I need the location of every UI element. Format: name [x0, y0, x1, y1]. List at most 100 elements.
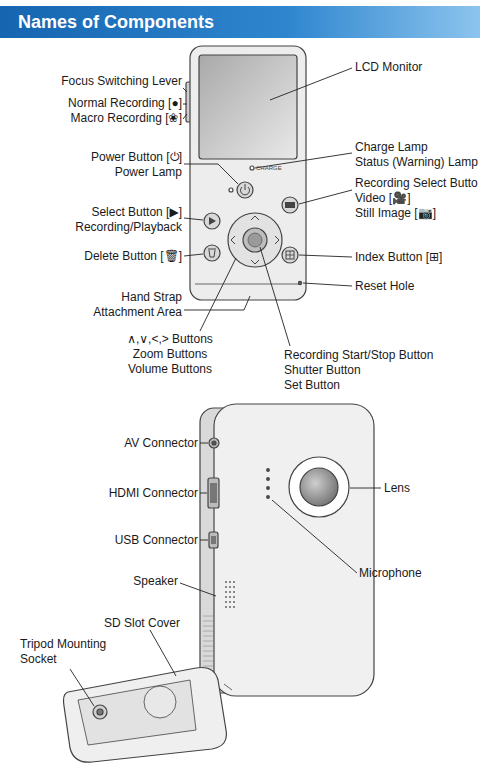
- camera-bottom-view-part: [144, 686, 176, 718]
- camera-bottom-view-part: [64, 668, 227, 763]
- title-band: [0, 6, 480, 38]
- grip-ridge: [203, 621, 213, 622]
- leader-lines-part: [183, 104, 187, 105]
- part-label: Recording Start/Stop Button: [284, 348, 433, 363]
- camera-back-part: [267, 469, 270, 472]
- speaker-hole: [233, 581, 235, 583]
- part-label: ∧,∨,<,> Buttons: [127, 332, 213, 347]
- camera-front-part: [285, 202, 295, 208]
- camera-front-part: [248, 233, 262, 247]
- part-label: Tripod Mounting Socket: [20, 637, 116, 667]
- leader-lines-part: [184, 164, 238, 184]
- camera-back-part: [267, 478, 270, 481]
- grip-ridge: [203, 616, 213, 617]
- speaker-hole: [225, 591, 227, 593]
- leader-lines-part: [303, 283, 352, 286]
- part-label: Video [🎥]: [355, 191, 410, 206]
- part-label: Recording Select Butto: [355, 176, 478, 191]
- leader-lines: [70, 68, 381, 706]
- leader-lines-part: [184, 218, 203, 220]
- speaker-hole: [225, 581, 227, 583]
- leader-lines-part: [70, 669, 94, 706]
- leader-lines-part: [299, 190, 352, 204]
- grip-ridge: [203, 646, 213, 647]
- speaker-hole: [233, 591, 235, 593]
- part-label: Focus Switching Lever: [61, 74, 182, 89]
- camera-front-part: [237, 182, 253, 198]
- grip-ridge: [203, 666, 213, 667]
- speaker-hole: [225, 596, 227, 598]
- speaker-hole: [229, 591, 231, 593]
- part-label: Power Lamp: [115, 165, 182, 180]
- camera-back-part: [209, 438, 219, 448]
- part-label: USB Connector: [115, 533, 198, 548]
- leader-lines-part: [260, 247, 290, 346]
- camera-bottom-view-part: [224, 684, 232, 690]
- grip-ridge: [203, 631, 213, 632]
- leader-lines-part: [183, 88, 187, 92]
- leader-lines-part: [200, 540, 208, 541]
- part-label: HDMI Connector: [109, 486, 198, 501]
- grip-ridge: [203, 626, 213, 627]
- part-label: Index Button [⊞]: [355, 250, 442, 265]
- camera-back-part: [208, 478, 219, 508]
- leader-lines-part: [299, 255, 352, 257]
- part-label: Macro Recording [❀]: [71, 111, 182, 126]
- camera-front-part: [228, 213, 282, 267]
- speaker-hole: [233, 586, 235, 588]
- leader-lines-part: [272, 500, 357, 573]
- camera-front-part: [298, 281, 301, 284]
- speaker-hole: [229, 596, 231, 598]
- speaker-hole: [229, 586, 231, 588]
- part-label: AV Connector: [124, 436, 198, 451]
- speaker-grill: [225, 581, 235, 608]
- speaker-hole: [229, 581, 231, 583]
- camera-front-part: [204, 245, 220, 261]
- part-label: Volume Buttons: [128, 362, 212, 377]
- camera-front-part: [190, 46, 306, 300]
- leader-lines-part: [180, 583, 216, 596]
- part-label: Status (Warning) Lamp: [355, 155, 478, 170]
- camera-front-part: [286, 255, 294, 256]
- part-label: Hand Strap Attachment Area: [86, 290, 182, 320]
- camera-back-part: [214, 404, 374, 696]
- camera-front-part: [240, 184, 249, 195]
- title-band-part: [0, 6, 480, 38]
- camera-back: [200, 404, 374, 696]
- part-label: Set Button: [284, 378, 340, 393]
- leader-lines-part: [183, 114, 187, 119]
- part-label: Lens: [384, 481, 410, 496]
- page-title: Names of Components: [18, 10, 214, 34]
- camera-back-part: [212, 441, 216, 445]
- camera-front-part: [286, 251, 294, 259]
- part-label: SD Slot Cover: [104, 616, 180, 631]
- part-label: Still Image [📷]: [355, 206, 436, 221]
- grip-ridge: [203, 641, 213, 642]
- speaker-hole: [225, 601, 227, 603]
- camera-back-part: [211, 536, 216, 544]
- part-label: Microphone: [359, 566, 422, 581]
- part-label: Reset Hole: [355, 279, 414, 294]
- camera-front-part: [282, 197, 298, 213]
- grip-ridge: [203, 656, 213, 657]
- speaker-hole: [229, 601, 231, 603]
- speaker-hole: [225, 606, 227, 608]
- camera-back-part: [210, 483, 217, 503]
- camera-back-part: [209, 532, 218, 548]
- leader-lines-part: [184, 296, 250, 310]
- printed-marking: CHARGE: [256, 164, 282, 172]
- leader-lines-part: [184, 254, 203, 256]
- part-label: Charge Lamp: [355, 140, 428, 155]
- camera-front-part: [243, 228, 267, 252]
- grip-ridge: [203, 636, 213, 637]
- camera-back-part: [267, 496, 270, 499]
- part-label: Delete Button [🗑]: [84, 249, 182, 264]
- grip-ridge: [203, 651, 213, 652]
- leader-lines-part: [270, 68, 352, 100]
- camera-front-part: [204, 213, 220, 229]
- camera-bottom-view-part: [93, 705, 107, 719]
- part-label: Zoom Buttons: [133, 347, 208, 362]
- leader-lines-part: [350, 488, 381, 489]
- leader-lines-part: [200, 493, 207, 494]
- speaker-hole: [233, 596, 235, 598]
